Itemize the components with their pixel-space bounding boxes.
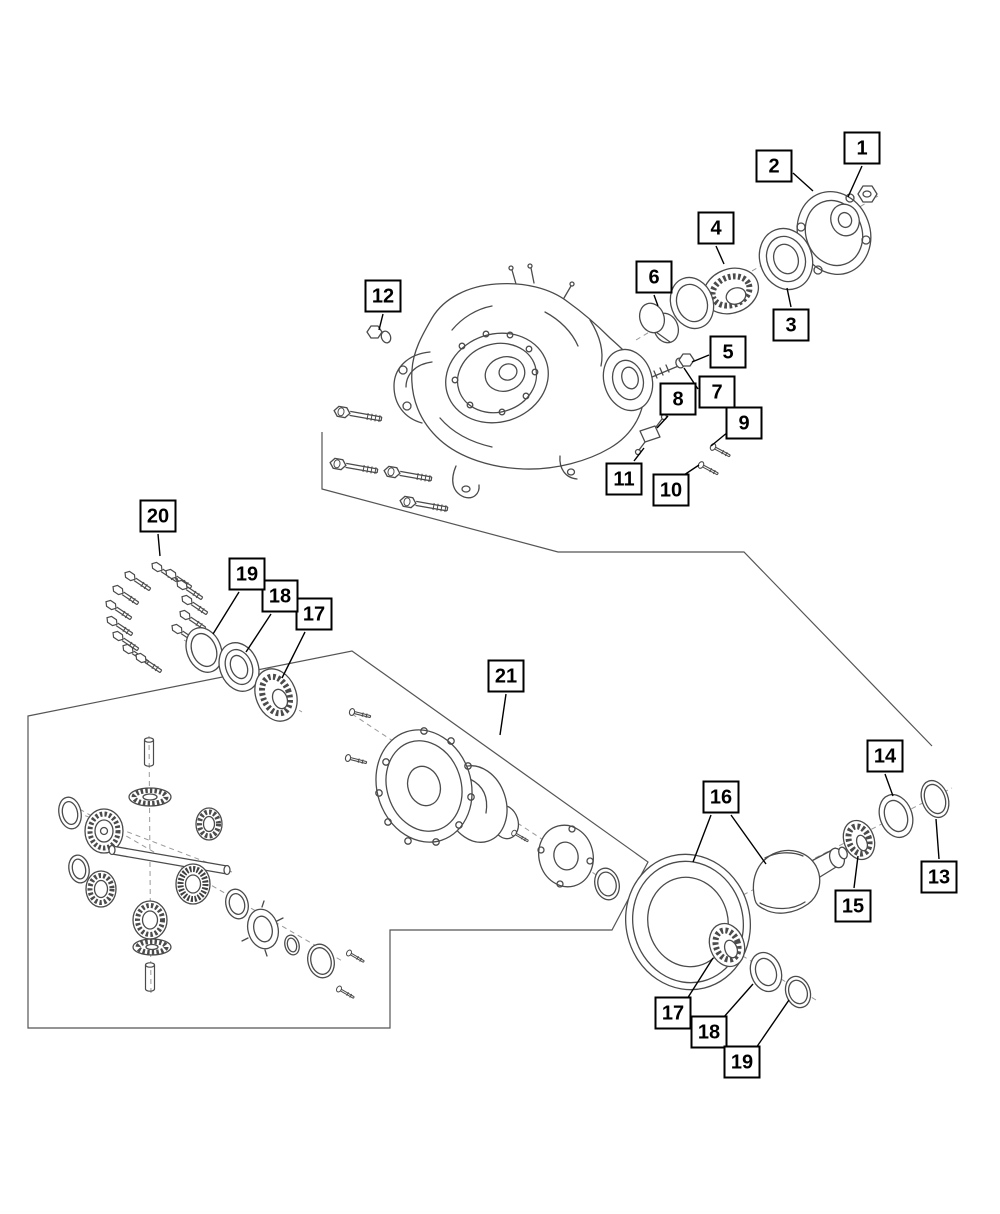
fill-plug-art: [366, 325, 392, 344]
callout-6[interactable]: 6: [635, 260, 673, 294]
callout-9[interactable]: 9: [725, 406, 763, 440]
callout-15[interactable]: 15: [834, 889, 872, 923]
carrier-housing-art: [393, 263, 654, 499]
callout-17-top[interactable]: 17: [295, 597, 333, 631]
section-boundaries: [27, 432, 933, 1029]
callout-16[interactable]: 16: [702, 780, 740, 814]
differential-case-art: [344, 707, 620, 901]
callout-12[interactable]: 12: [364, 279, 402, 313]
callout-8[interactable]: 8: [659, 382, 697, 416]
carrier-stud-art: [651, 353, 695, 379]
callout-20[interactable]: 20: [139, 499, 177, 533]
diff-bearing-seals-right-art: [708, 922, 812, 1009]
callout-1[interactable]: 1: [843, 131, 881, 165]
pinion-flange-group-art: [638, 185, 878, 344]
callout-14[interactable]: 14: [866, 739, 904, 773]
differential-internals-art: [58, 737, 366, 1001]
callout-7[interactable]: 7: [698, 375, 736, 409]
callout-10[interactable]: 10: [652, 473, 690, 507]
callout-5[interactable]: 5: [709, 335, 747, 369]
callout-19-bottom[interactable]: 19: [723, 1045, 761, 1079]
callout-13[interactable]: 13: [920, 860, 958, 894]
pinion-bearing-shims-art: [842, 779, 950, 861]
sensor-and-screws-art: [634, 413, 732, 478]
callout-21[interactable]: 21: [487, 659, 525, 693]
callout-3[interactable]: 3: [772, 308, 810, 342]
callout-17-bottom[interactable]: 17: [654, 996, 692, 1030]
callout-18-bottom[interactable]: 18: [690, 1015, 728, 1049]
callout-11[interactable]: 11: [605, 462, 643, 496]
callout-4[interactable]: 4: [697, 211, 735, 245]
callout-18-top[interactable]: 18: [261, 579, 299, 613]
callout-2[interactable]: 2: [755, 149, 793, 183]
callout-19-top[interactable]: 19: [228, 557, 266, 591]
diff-bearing-seals-left-art: [185, 627, 298, 722]
